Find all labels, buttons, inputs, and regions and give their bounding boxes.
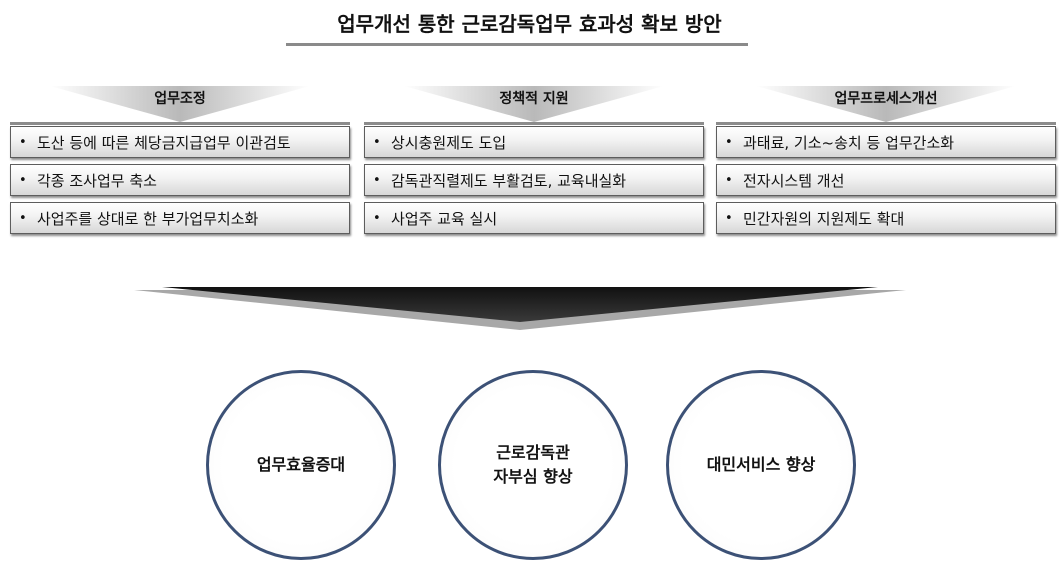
outcome-circle-inspector-pride: 근로감독관 자부심 향상 [438,370,628,560]
outcome-label: 대민서비스 향상 [706,455,816,474]
list-item: •상시충원제도 도입 [364,126,704,158]
bullet-icon: • [373,210,381,226]
bullet-icon: • [725,210,733,226]
title-underline [286,43,748,46]
outcome-label: 근로감독관 [496,443,570,462]
column-header: 업무조정 [10,82,350,126]
list-item: •도산 등에 따른 체당금지급업무 이관검토 [10,126,350,158]
bullet-icon: • [373,134,381,150]
bullet-icon: • [373,172,381,188]
bullet-icon: • [725,134,733,150]
chevron-shape [716,86,1056,125]
column-policy-support: 정책적 지원 •상시충원제도 도입 •감독관직렬제도 부활검토, 교육내실화 •… [364,82,704,240]
column-heading: 업무조정 [154,91,206,107]
list-item: •감독관직렬제도 부활검토, 교육내실화 [364,164,704,196]
diagram-title: 업무개선 통한 근로감독업무 효과성 확보 방안 [337,12,722,36]
list-item: •각종 조사업무 축소 [10,164,350,196]
chevron-shape [10,86,350,125]
column-process-improvement: 업무프로세스개선 •과태료, 기소~송치 등 업무간소화 •전자시스템 개선 •… [716,82,1056,240]
list-item: •사업주를 상대로 한 부가업무치소화 [10,202,350,234]
list-item: •민간자원의 지원제도 확대 [716,202,1056,234]
list-item: •사업주 교육 실시 [364,202,704,234]
outcome-circle-efficiency: 업무효율증대 [206,370,396,560]
column-header: 업무프로세스개선 [716,82,1056,126]
column-heading: 업무프로세스개선 [834,91,938,107]
chevron-shape [364,86,704,125]
list-item: •과태료, 기소~송치 등 업무간소화 [716,126,1056,158]
bullet-icon: • [19,134,27,150]
outcome-label-line2: 자부심 향상 [493,467,573,486]
column-heading: 정책적 지원 [499,91,569,107]
column-header: 정책적 지원 [364,82,704,126]
convergence-arrow [134,287,906,330]
outcome-label: 업무효율증대 [256,455,346,474]
list-item: •전자시스템 개선 [716,164,1056,196]
outcome-circle-public-service: 대민서비스 향상 [666,370,856,560]
bullet-icon: • [725,172,733,188]
bullet-icon: • [19,172,27,188]
bullet-icon: • [19,210,27,226]
column-work-adjustment: 업무조정 •도산 등에 따른 체당금지급업무 이관검토 •각종 조사업무 축소 … [10,82,350,240]
